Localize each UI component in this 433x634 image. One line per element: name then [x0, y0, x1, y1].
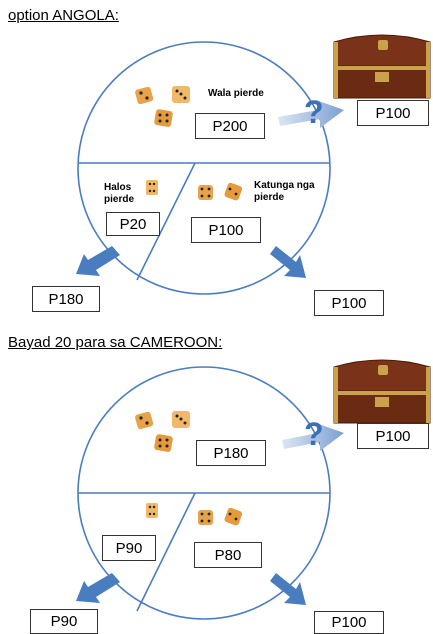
- dice-icon: [198, 182, 243, 201]
- value-box-right: P100: [191, 217, 261, 243]
- value-box-out-right: P100: [314, 611, 384, 634]
- dice-icon: [146, 503, 158, 518]
- value-box-out-left: P90: [30, 609, 98, 634]
- dice-icon: [146, 180, 158, 195]
- value-box-right: P80: [194, 542, 262, 568]
- arrow-out-right-icon: [270, 573, 306, 605]
- value-box-out-right: P100: [314, 290, 384, 316]
- arrow-out-left-icon: [76, 573, 120, 603]
- arrow-out-right-icon: [270, 246, 306, 278]
- panel-heading: Bayad 20 para sa CAMEROON:: [8, 334, 223, 351]
- label-top: Wala pierde: [208, 88, 264, 99]
- diagonal-divider: [136, 492, 196, 612]
- panel-option-angola: option ANGOLA: ?: [8, 7, 431, 316]
- panel-heading: option ANGOLA:: [8, 7, 119, 24]
- arrow-to-chest-icon: [282, 423, 344, 451]
- value-box-chest: P100: [357, 423, 429, 449]
- value-box-out-left: P180: [32, 286, 100, 312]
- circle-diagram: ?: [76, 359, 431, 620]
- label-left: Halos pierde: [104, 182, 135, 205]
- value-box-top: P180: [196, 440, 266, 466]
- value-box-left: P90: [102, 535, 156, 561]
- dice-icon: [135, 86, 190, 127]
- treasure-chest-icon: [333, 359, 431, 424]
- panel-cameroon: Bayad 20 para sa CAMEROON: ?: [0, 317, 433, 634]
- question-icon: ?: [304, 94, 324, 130]
- dice-icon: [198, 507, 243, 526]
- value-box-left: P20: [106, 212, 160, 236]
- label-right: Katunga nga pierde: [254, 180, 315, 203]
- question-icon: ?: [304, 416, 324, 452]
- arrow-out-left-icon: [76, 246, 120, 276]
- value-box-top: P200: [195, 113, 265, 139]
- treasure-chest-icon: [333, 34, 431, 99]
- circle-diagram: ?: [76, 34, 431, 295]
- dice-icon: [135, 411, 190, 452]
- value-box-chest: P100: [357, 100, 429, 126]
- arrow-to-chest-icon: [278, 100, 344, 128]
- diagonal-divider: [136, 162, 196, 281]
